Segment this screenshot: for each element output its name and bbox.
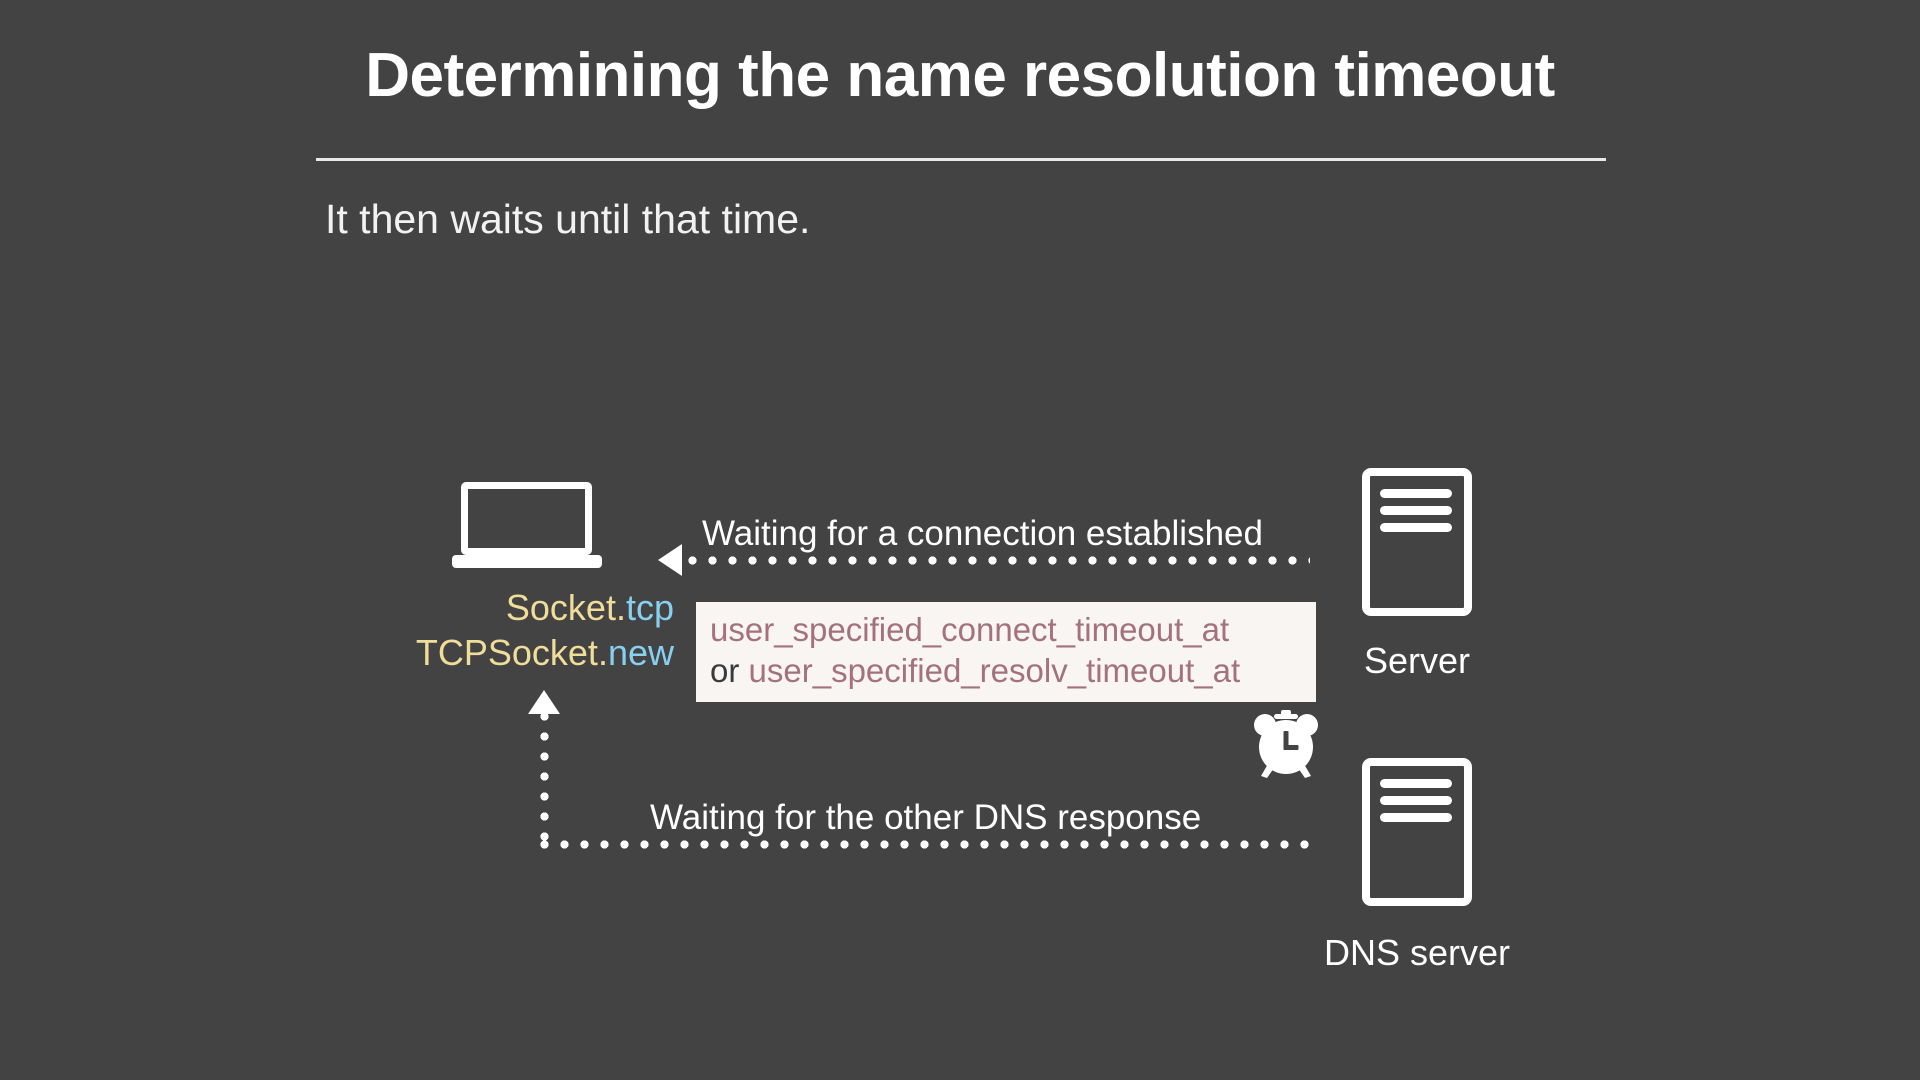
callout-conjunction: or: [710, 652, 740, 690]
server-slot-3: [1380, 523, 1452, 532]
connector-line-dns-vertical: [540, 712, 549, 844]
code-method-tcp: tcp: [625, 587, 674, 628]
callout-line-1: user_specified_connect_timeout_at: [710, 609, 1304, 650]
dns-server-slot-1: [1380, 779, 1452, 788]
code-line-socket-tcp: Socket.tcp: [330, 586, 674, 631]
variable-resolv-timeout-at: user_specified_resolv_timeout_at: [748, 652, 1241, 690]
callout-line-2: or user_specified_resolv_timeout_at: [710, 650, 1304, 691]
connector-label-dns: Waiting for the other DNS response: [650, 798, 1202, 837]
server-chassis-shape: [1362, 468, 1472, 616]
dns-server-slot-3: [1380, 813, 1452, 822]
dns-server-slot-2: [1380, 796, 1452, 805]
arrowhead-left-icon: [658, 544, 682, 576]
connector-line-connection: [688, 556, 1310, 565]
page-title: Determining the name resolution timeout: [365, 41, 1555, 110]
code-separator-2: .: [597, 631, 608, 673]
alarm-clock-icon: [1248, 706, 1324, 782]
server-slot-1: [1380, 489, 1452, 498]
timeout-callout-box: user_specified_connect_timeout_at or use…: [696, 602, 1316, 702]
client-code-labels: Socket.tcp TCPSocket.new: [330, 586, 674, 675]
title-divider: [316, 158, 1606, 161]
connector-line-dns: [540, 840, 1312, 849]
code-receiver-tcpsocket: TCPSocket: [415, 631, 598, 673]
laptop-screen-shape: [461, 482, 592, 555]
code-method-new: new: [607, 631, 674, 673]
server-slot-2: [1380, 506, 1452, 515]
server-label: Server: [1363, 640, 1471, 681]
dns-server-chassis-shape: [1362, 758, 1472, 906]
server-icon: [1362, 468, 1472, 616]
subtitle-text: It then waits until that time.: [325, 196, 811, 242]
variable-connect-timeout-at: user_specified_connect_timeout_at: [710, 611, 1230, 648]
dns-server-icon: [1362, 758, 1472, 906]
laptop-base-shape: [452, 555, 602, 568]
code-line-tcpsocket-new: TCPSocket.new: [330, 631, 674, 676]
code-receiver-socket: Socket: [505, 587, 616, 628]
laptop-icon: [452, 482, 602, 575]
dns-server-label: DNS server: [1323, 932, 1511, 973]
connector-label-connection: Waiting for a connection established: [702, 514, 1263, 553]
code-separator-1: .: [615, 587, 626, 628]
arrowhead-up-icon: [528, 690, 560, 714]
